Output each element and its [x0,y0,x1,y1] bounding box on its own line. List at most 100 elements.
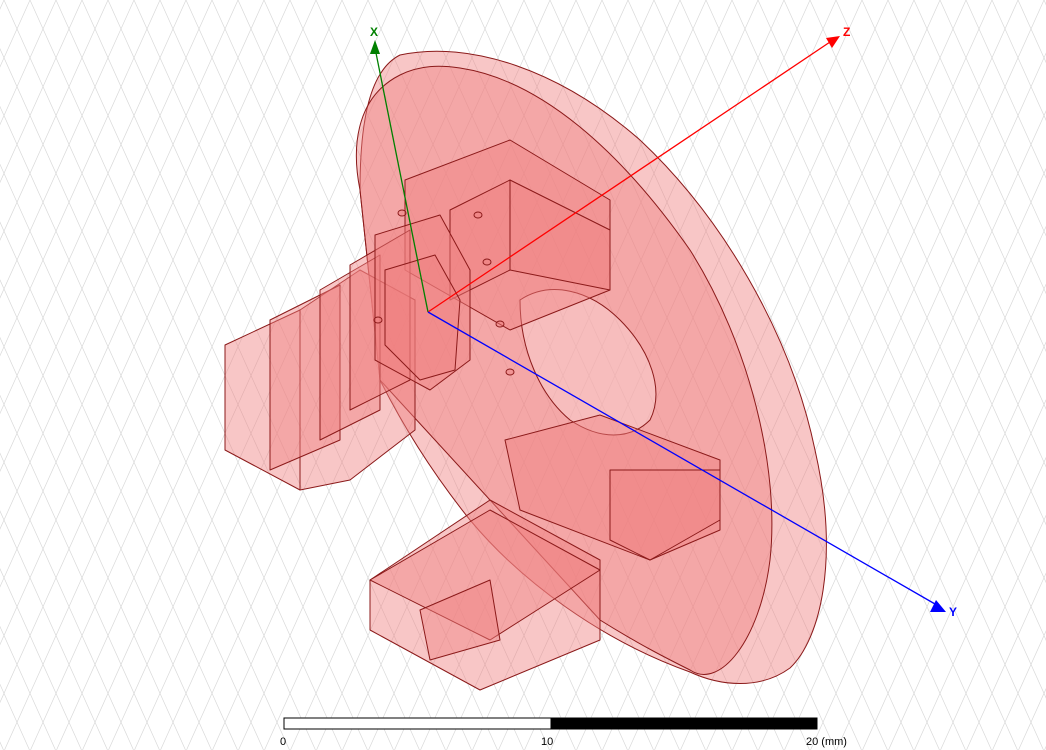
center-core-inner [384,254,461,381]
grid-line [0,105,290,750]
ring-hole [519,289,657,436]
grid-line [680,0,1019,750]
grid-line [0,0,83,184]
scale-tick-10: 10 [541,736,553,748]
grid-line [107,0,446,750]
y-axis-label: Y [949,605,957,619]
grid-line [679,0,1018,750]
y-axis-arrow [930,600,946,612]
grid-line [939,0,1046,237]
grid-line [0,683,30,750]
grid-line [966,572,1046,750]
grid-line [1017,0,1046,64]
bottom-arm-end [419,579,501,661]
grid-line [0,221,238,750]
grid-line [732,52,1046,750]
grid-line [160,0,499,750]
ring-front-face [355,65,773,675]
grid-line [0,0,291,646]
grid-line [887,0,1046,352]
grid-line [0,0,317,704]
grid-line [212,0,551,750]
grid-line [81,0,420,750]
grid-line [836,283,1046,750]
grid-line [835,0,1046,468]
top-block-side [509,179,611,291]
grid-line [290,0,629,750]
grid-line [315,0,654,750]
grid-line [263,0,602,750]
grid-line [965,0,1046,179]
scale-tick-20: 20 (mm) [806,736,847,748]
grid-line [810,225,1046,750]
bottom-arm-top [369,509,601,641]
left-arm-body [299,269,416,491]
scale-bar-black-segment [550,717,818,730]
coordinate-triad: X Z Y [370,25,957,619]
grid-line [0,0,109,241]
grid-line [524,0,863,750]
grid-line [550,0,889,750]
grid-line [628,0,967,750]
grid-line [133,0,472,750]
left-arm-plate-1 [269,284,341,471]
x-axis-label: X [370,25,378,39]
grid-line [238,0,577,750]
grid-line [783,0,1046,584]
grid-line [419,0,758,750]
grid-line [0,568,82,750]
grid-line [654,0,993,750]
grid-line [159,0,498,750]
grid-line [134,0,473,750]
grid-line [0,0,239,530]
grid-line [861,0,1046,410]
grid-line [784,168,1046,750]
grid-line [627,0,966,750]
grid-line [0,279,212,750]
grid-line [264,0,603,750]
x-axis-line [374,47,429,313]
core-hole-6 [373,316,383,324]
left-arm-plate-3 [349,229,411,411]
grid-line [237,0,576,750]
core-hole-2 [482,258,492,266]
grid-line [498,0,837,750]
z-axis-label: Z [843,25,850,39]
grid-line [185,0,524,750]
scale-tick-0: 0 [280,736,286,748]
grid-line [29,0,368,750]
y-axis-line [427,311,936,605]
grid-line [601,0,940,750]
scale-bar: 0 10 20 (mm) [280,717,847,748]
grid-line [602,0,941,750]
grid-line [0,0,161,357]
grid-line [913,0,1046,295]
grid-line [393,0,732,750]
core-hole-3 [495,320,505,328]
core-hole-5 [397,209,407,217]
grid-line [108,0,447,750]
grid-line [888,399,1046,750]
grid-line [523,0,862,750]
grid-line [0,0,57,126]
3d-model[interactable] [224,50,827,691]
grid-line [4,0,343,750]
z-axis-line [427,41,831,313]
grid-line [0,0,265,588]
grid-line [394,0,733,750]
grid-line [706,0,1045,750]
grid-line [0,510,108,750]
grid-line [549,0,888,750]
grid-line [30,0,369,750]
grid-line [446,0,785,750]
grid-line [0,0,187,415]
grid-line [653,0,992,750]
grid-line [186,0,525,750]
grid-line [3,0,342,750]
scale-bar-white-segment [283,717,552,730]
x-axis-arrow [370,40,380,54]
grid-line [445,0,784,750]
